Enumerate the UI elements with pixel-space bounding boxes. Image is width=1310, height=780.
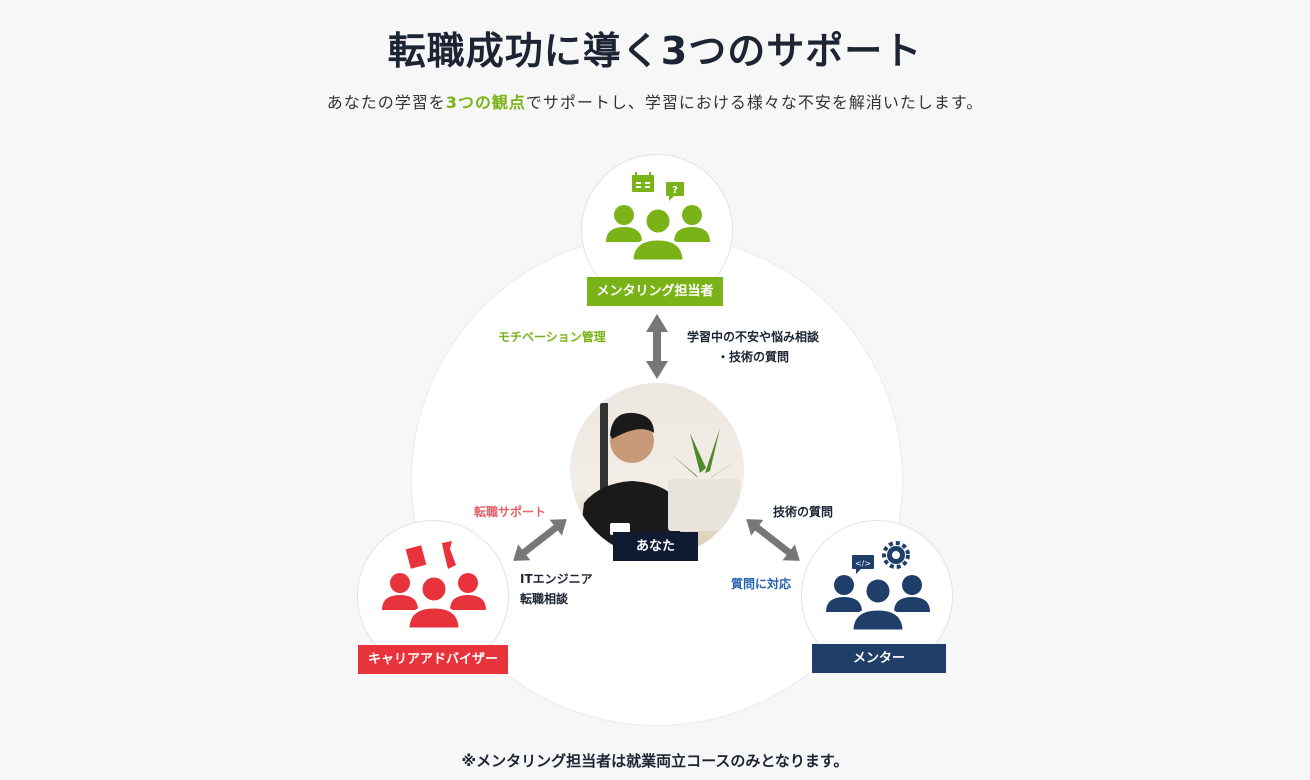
it-line: 転職相談 — [520, 592, 569, 606]
advisor-label: キャリアアドバイザー — [358, 645, 508, 674]
subtitle-text: あなたの学習を — [326, 93, 446, 112]
left-double-arrow-icon — [513, 519, 567, 561]
right-double-arrow-icon — [746, 519, 800, 561]
mentor-people-icon: </> — [826, 541, 930, 633]
you-photo — [570, 383, 744, 557]
you-label: あなた — [613, 532, 698, 561]
consult-line: ・技術の質問 — [716, 350, 789, 364]
answer-text: 質問に対応 — [731, 577, 792, 591]
career-support-text: 転職サポート — [474, 505, 547, 519]
footnote: ※メンタリング担当者は就業両立コースのみとなります。 — [461, 752, 849, 770]
page-title: 転職成功に導く3つのサポート — [387, 29, 923, 73]
it-line: ITエンジニア — [520, 572, 593, 586]
tech-question-text: 技術の質問 — [773, 505, 834, 519]
vertical-double-arrow-icon — [646, 314, 668, 379]
motivation-text: モチベーション管理 — [498, 330, 606, 344]
svg-text:?: ? — [672, 185, 678, 196]
subtitle: あなたの学習を3つの観点でサポートし、学習における様々な不安を解消いたします。 — [0, 89, 1310, 113]
it-consult-text: ITエンジニア転職相談 — [520, 569, 593, 609]
mentoring-label: メンタリング担当者 — [587, 277, 723, 306]
mentor-label: メンター — [812, 644, 946, 673]
subtitle-text: でサポートし、学習における様々な不安を解消いたします。 — [525, 93, 984, 112]
mentoring-people-icon: ? — [606, 172, 710, 263]
advisor-people-icon — [382, 541, 486, 631]
consult-text: 学習中の不安や悩み相談・技術の質問 — [683, 327, 823, 367]
consult-line: 学習中の不安や悩み相談 — [686, 330, 819, 344]
svg-text:</>: </> — [855, 559, 871, 568]
subtitle-highlight: 3つの観点 — [445, 93, 526, 112]
